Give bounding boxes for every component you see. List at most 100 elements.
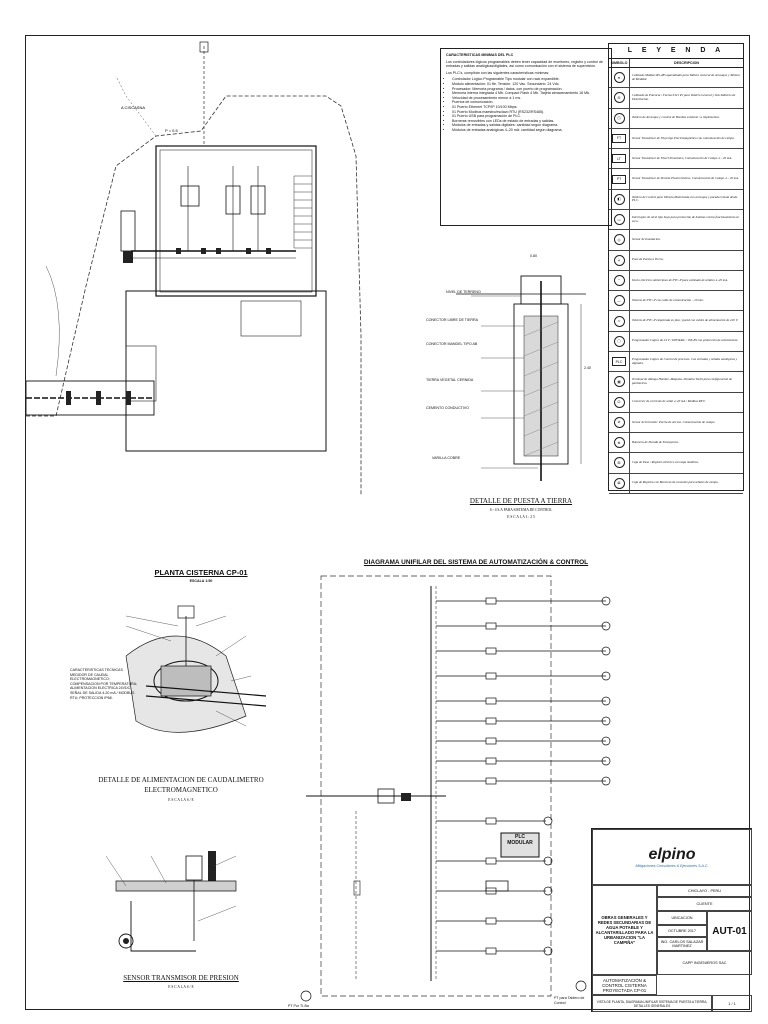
pressure-sensor-drawing	[105, 851, 237, 952]
legend-description: Sensor de Inundación.	[632, 236, 661, 241]
sld-junction-box	[485, 817, 497, 825]
planta-scale: ESCALA 1:50	[189, 579, 213, 583]
legend-row: ▦Terminal de diálogo Hombre–Máquina, Pan…	[609, 372, 743, 393]
flowmeter-title-2: ELECTROMAGNETICO	[144, 786, 218, 794]
legend-symbol-glyph: ┈	[613, 274, 625, 286]
grounding-dim-2: 0.80	[530, 254, 537, 258]
legend-symbol-icon: ⊟	[609, 88, 630, 108]
legend-symbol-icon: ⏚	[609, 250, 630, 270]
legend-symbol-glyph: PT	[612, 174, 626, 184]
legend-symbol-icon: ⊕	[609, 433, 630, 453]
plc-box-item: 01 Puerto Ethernet TCP/IP 10/100 Mbps.	[452, 105, 606, 110]
grounding-scale: E S C A L A 1 : 2 5	[507, 515, 535, 519]
drawing-sheet: A CISCASNA P = 0.5 CARACTERISTICAS MINIM…	[25, 35, 752, 1012]
sld-field-device	[601, 671, 611, 681]
disenado-cell: ING. CARLOS SALAZAR MARTINEZ	[657, 937, 707, 951]
sld-junction-box	[485, 757, 497, 765]
sheet-code: AUT-01	[707, 911, 752, 951]
legend-symbol-icon: ⊡	[609, 392, 630, 412]
legend-description: Ducto eléctrico subterráneo de PVC-P par…	[632, 277, 728, 282]
legend-col-symbol: SIMBOLO	[609, 59, 630, 67]
sheet-description: VISTA DE PLANTA, DIAGRAMA UNIFILAR SISTE…	[592, 995, 712, 1012]
sld-junction-box	[485, 777, 497, 785]
legend-symbol-icon: LT	[609, 149, 630, 169]
legend-symbol-glyph: ▢	[613, 335, 625, 347]
legend-col-desc: DESCRIPCION	[674, 61, 699, 65]
legend-symbol-icon: ▢	[609, 331, 630, 351]
client-cell: CLIENTE	[657, 897, 752, 911]
legend-row: —Tubería de PVC-P con cable de comunicac…	[609, 291, 743, 312]
legend-description: Programador Lógico de 24 V / DIN RAIL / …	[632, 338, 739, 343]
grounding-note-3: CONECTOR MANDEL TIPO AB	[426, 342, 478, 346]
legend-symbol-glyph: ⊞	[613, 457, 625, 469]
sld-junction-box	[485, 857, 497, 865]
plc-box-title: CARACTERISTICAS MINIMAS DEL PLC	[446, 53, 514, 57]
project-name: OBRAS GENERALES Y REDES SECUNDARIAS DE A…	[592, 885, 657, 975]
svg-text:P = 0.5: P = 0.5	[165, 128, 178, 133]
legend-symbol-icon: ▦	[609, 372, 630, 392]
ubicacion-cell: UBICACION	[657, 911, 707, 925]
grounding-title: DETALLE DE PUESTA A TIERRA	[469, 497, 573, 505]
legend-symbol-glyph: ◧	[613, 193, 625, 205]
plc-requirements-box: CARACTERISTICAS MINIMAS DEL PLC Los cont…	[440, 48, 612, 226]
revisado-cell: CAPP INGENIEROS SAC	[657, 951, 752, 975]
legend-symbol-icon: PT	[609, 169, 630, 189]
plc-box-item: Módulos de entradas analógicas 4–20 mA: …	[452, 128, 606, 133]
plc-box-item: Puertos de comunicación:	[452, 100, 606, 105]
legend-row: ▢ Programador Lógico de 24 V / DIN RAIL /…	[609, 331, 743, 352]
legend-description: Conversor de corriente de señal 4–20 mA …	[632, 399, 706, 404]
legend-description: Interruptor de nivel tipo boya para prot…	[632, 214, 740, 223]
plc-box-item: Módulos de entradas y salidas digitales:…	[452, 123, 606, 128]
company-subtitle: Mitigaciones Consultores & Ejecutores S.…	[635, 864, 709, 868]
legend-symbol-icon: PLC	[609, 351, 630, 372]
legend-description: Tubería de PVC-P empotrada en piso / par…	[632, 318, 738, 323]
legend-symbol-glyph: ═	[613, 315, 625, 327]
grounding-note-6: VARILLA COBRE	[432, 456, 461, 460]
plc-block-label: PLC MODULAR	[501, 834, 539, 846]
legend-symbol-icon: ▭	[609, 209, 630, 230]
single-line-diagram	[300, 575, 611, 1002]
legend-description: Programador Lógico de Control de proceso…	[632, 356, 738, 365]
pt-label-right: PT para Tablero de Control	[554, 996, 585, 1005]
legend-symbol-icon: ⊘	[609, 412, 630, 433]
diagram-title: DIAGRAMA UNIFILAR DEL SISTEMA DE AUTOMAT…	[363, 559, 589, 566]
legend-title: L E Y E N D A	[609, 44, 743, 59]
plc-box-item: Borneras removibles con LEDs de estado d…	[452, 119, 606, 124]
pressure-scale: E S C A L A S / E	[168, 985, 194, 989]
legend-symbol-glyph: ⊘	[613, 416, 625, 428]
legend-symbol-icon: ◎	[609, 230, 630, 250]
legend-symbol-icon: FT	[609, 128, 630, 149]
sld-field-device	[601, 696, 611, 706]
sld-junction-box	[485, 947, 497, 955]
legend-symbol-glyph: ⊡	[613, 396, 625, 408]
pressure-title: SENSOR TRANSMISOR DE PRESION	[123, 974, 239, 982]
legend-symbol-glyph: FT	[612, 133, 626, 143]
sld-field-device	[601, 596, 611, 606]
legend-symbol-glyph: ▭	[613, 214, 625, 226]
legend-symbol-icon: ═	[609, 311, 630, 331]
sld-junction-box	[485, 647, 497, 655]
legend-row: ⊕Botonera de Parada de Emergencia.	[609, 433, 743, 454]
sld-field-device	[601, 646, 611, 656]
flowmeter-scale: E S C A L A S / E	[168, 798, 194, 802]
sld-field-device	[601, 776, 611, 786]
sheet-title: AUTOMATIZACIÓN & CONTROL CISTERNA PROYEC…	[592, 975, 657, 995]
legend-symbol-icon: ⊠	[609, 473, 630, 493]
legend-symbol-glyph: ⊠	[613, 477, 625, 489]
legend-description: Sensor Transmisor de Nivel Ultrasónico, …	[632, 155, 732, 160]
legend-row: ◎Sensor de Inundación.	[609, 230, 743, 251]
pt-label-left: PT Por TI-Ba	[288, 1004, 309, 1008]
flowmeter-title-1: DETALLE DE ALIMENTACION DE CAUDALIMETRO	[98, 776, 264, 784]
legend-symbol-icon: ◧	[609, 189, 630, 209]
plc-box-list: Controlador Lógico Programable Tipo modu…	[446, 77, 606, 132]
grounding-dim-1: 2.40	[584, 366, 591, 370]
legend-symbol-icon: ≋	[609, 68, 630, 88]
plc-box-item: 01 Puerto USB para programación de PLC.	[452, 114, 606, 119]
legend-description: Tablero de Arranque y Control de Bombas …	[632, 115, 720, 120]
legend-description: Cableado de Potencia / Fuerza 0.6/1 kV p…	[632, 93, 736, 101]
legend-symbol-glyph: ◫	[613, 112, 625, 124]
location-cell: CHICLAYO - PERU	[657, 885, 752, 897]
